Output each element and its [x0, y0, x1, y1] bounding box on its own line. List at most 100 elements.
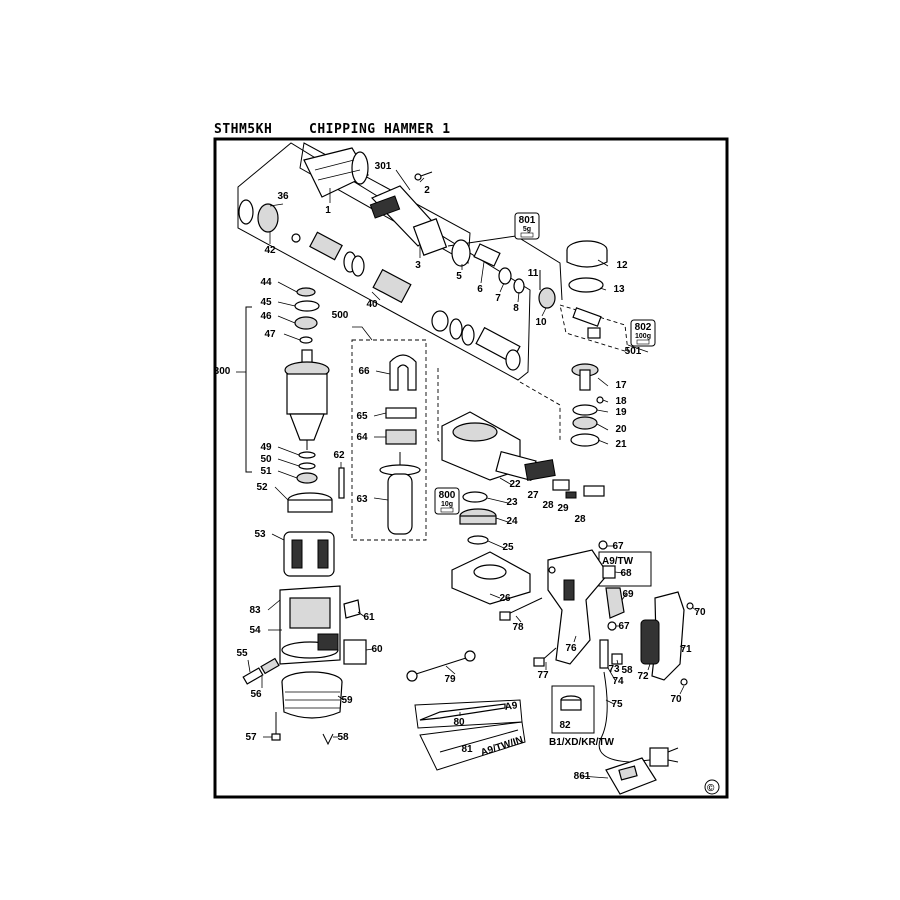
- group-801-outline: [447, 235, 563, 301]
- grease-tag-amount: 10g: [441, 501, 453, 508]
- callout-59: 59: [341, 695, 353, 706]
- part-61-label: [343, 599, 361, 619]
- part-2-screw: [414, 171, 433, 181]
- part-54-motor-housing: [279, 585, 341, 665]
- callout-69: 69: [622, 589, 634, 600]
- group-36-outline: [237, 142, 531, 381]
- callout-79: 79: [444, 674, 456, 685]
- callout-70a: 70: [694, 607, 706, 618]
- part-55-56-brush: [242, 657, 280, 685]
- callout-66: 66: [358, 366, 370, 377]
- part-69-trigger: [605, 587, 625, 619]
- diagram-title: CHIPPING HAMMER 1: [309, 122, 451, 137]
- callout-67b: 67: [618, 621, 630, 632]
- callout-29: 29: [557, 503, 569, 514]
- group-500-outline: [351, 339, 427, 541]
- part-13-ring: [568, 277, 604, 293]
- leader-lines: [247, 169, 698, 779]
- callout-40: 40: [366, 299, 378, 310]
- part-70-screw-b: [680, 678, 688, 686]
- chisel-box-a9-tw-in: [419, 721, 526, 771]
- part-70-screw-a: [686, 602, 694, 610]
- callout-13: 13: [613, 284, 625, 295]
- callout-80: 80: [453, 717, 465, 728]
- callout-501: 501: [625, 346, 642, 357]
- part-79-spanner: [406, 650, 476, 682]
- part-59-rear-cover: [281, 671, 343, 719]
- copyright-circle: [704, 779, 720, 795]
- part-lever-501: [572, 307, 602, 339]
- callout-70b: 70: [670, 694, 682, 705]
- callout-12: 12: [616, 260, 628, 271]
- callout-54: 54: [249, 625, 261, 636]
- callout-61: 61: [363, 612, 375, 623]
- callout-77: 77: [537, 670, 549, 681]
- callout-71: 71: [680, 644, 692, 655]
- callout-861: 861: [574, 771, 591, 782]
- callout-81: 81: [461, 744, 473, 755]
- callout-25: 25: [502, 542, 514, 553]
- callout-27: 27: [527, 490, 539, 501]
- region-label-a9-tw: A9/TW: [602, 556, 634, 567]
- grease-tag-amount: 5g: [523, 226, 531, 233]
- part-63-side-handle: [379, 452, 421, 535]
- part-22-gear-housing: [441, 411, 537, 482]
- part-5-8-rings: [451, 239, 556, 309]
- part-81-point-chisel: [439, 729, 519, 753]
- part-26-crank-housing: [451, 551, 531, 605]
- part-64-clamp: [385, 429, 417, 445]
- part-60-terminal: [343, 639, 367, 665]
- part-24-gear: [459, 508, 497, 525]
- part-36-seal: [257, 203, 279, 233]
- callout-300: 300: [214, 366, 231, 377]
- callout-44: 44: [260, 277, 272, 288]
- callout-74: 74: [612, 676, 624, 687]
- callout-56: 56: [250, 689, 262, 700]
- callout-301: 301: [375, 161, 392, 172]
- callout-19: 19: [615, 407, 627, 418]
- callout-67a: 67: [612, 541, 624, 552]
- callout-6: 6: [477, 284, 483, 295]
- grease-tag-number: 801: [519, 215, 536, 226]
- part-62-screw: [338, 467, 345, 499]
- part-42-ring: [238, 199, 254, 225]
- part-1-barrel: [303, 147, 369, 198]
- callout-18: 18: [615, 396, 627, 407]
- grease-tag-number: 802: [635, 322, 652, 333]
- part-65-bracket: [385, 407, 417, 419]
- part-71-handle-cover: [640, 591, 685, 681]
- callout-83: 83: [249, 605, 261, 616]
- part-68-cap: [602, 565, 616, 579]
- callout-49: 49: [260, 442, 272, 453]
- part-inner-piston: [291, 231, 521, 371]
- part-52-baffle: [287, 492, 333, 513]
- part-77-screw: [533, 647, 557, 667]
- callout-47: 47: [264, 329, 276, 340]
- model-number: STHM5KH: [214, 122, 273, 137]
- part-75-power-cord: [598, 671, 679, 767]
- part-82-grease-tin: [560, 695, 582, 711]
- part-73-clamp: [611, 653, 623, 665]
- callout-500: 500: [332, 310, 349, 321]
- part-76-main-handle: [547, 549, 609, 665]
- grease-tag-number: 800: [439, 490, 456, 501]
- callout-28b: 28: [574, 514, 586, 525]
- callout-72: 72: [637, 671, 649, 682]
- callout-8: 8: [513, 303, 519, 314]
- callout-78: 78: [512, 622, 524, 633]
- grease-tin-icon: [520, 232, 534, 238]
- part-861-carry-case: [605, 757, 657, 795]
- part-58-clip: [322, 733, 334, 746]
- callout-2: 2: [424, 185, 430, 196]
- callout-11: 11: [528, 268, 539, 279]
- region-label-a9-tw-in: A9/TW/IN: [479, 735, 524, 759]
- callout-28a: 28: [542, 500, 554, 511]
- part-armature-stack: [284, 287, 330, 484]
- callout-53: 53: [254, 529, 266, 540]
- callout-10: 10: [535, 317, 547, 328]
- callout-21: 21: [615, 439, 627, 450]
